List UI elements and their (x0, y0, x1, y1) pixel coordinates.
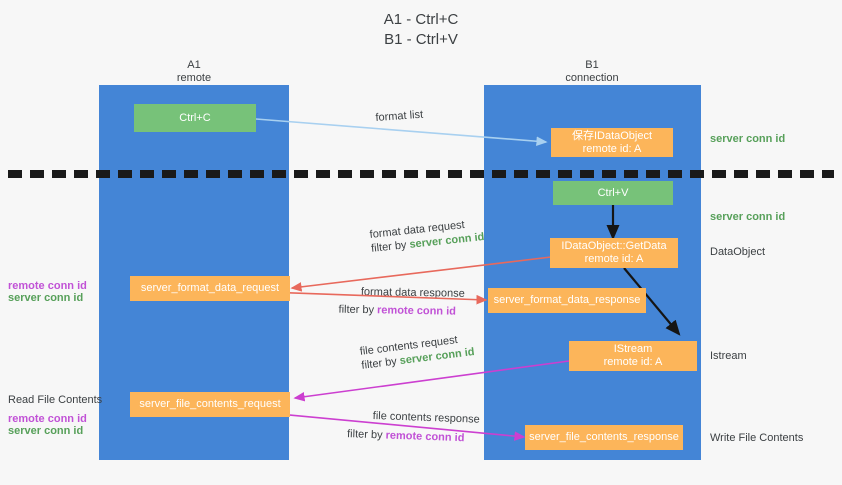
lane-b1-sub: connection (565, 72, 619, 84)
node-istream-line2: remote id: A (603, 356, 663, 368)
side-label-server-conn-id-1: server conn id (8, 292, 84, 304)
node-ctrl-c-label: Ctrl+C (179, 111, 211, 124)
node-ctrl-c[interactable]: Ctrl+C (134, 104, 256, 132)
lane-header-b1: B1 connection (512, 59, 672, 85)
page-title: A1 - Ctrl+C B1 - Ctrl+V (0, 10, 842, 50)
side-label-server-conn-id-top: server conn id (710, 133, 786, 145)
node-server-format-data-request[interactable]: server_format_data_request (130, 276, 290, 301)
side-label-server-conn-id-2: server conn id (8, 425, 84, 437)
node-getdata-line2: remote id: A (584, 253, 644, 265)
node-idataobject-line2: remote id: A (582, 142, 642, 155)
label-file-contents-response: file contents response filter by remote … (347, 409, 480, 446)
node-server-file-contents-request-label: server_file_contents_request (139, 398, 281, 410)
node-getdata[interactable]: IDataObject::GetData remote id: A (550, 238, 678, 268)
side-label-remote-conn-id-1: remote conn id (8, 280, 87, 292)
label-format-list: format list (375, 108, 424, 124)
label-format-data-response-filter: filter by remote conn id (338, 303, 464, 319)
title-line-2: B1 - Ctrl+V (384, 31, 458, 48)
node-server-format-data-response[interactable]: server_format_data_response (488, 288, 646, 313)
dashed-divider (8, 170, 834, 178)
node-server-format-data-response-label: server_format_data_response (493, 294, 641, 306)
node-server-file-contents-response-label: server_file_contents_response (529, 431, 679, 443)
node-getdata-line1: IDataObject::GetData (561, 240, 667, 252)
lane-a1-sub: remote (176, 72, 212, 84)
side-label-server-conn-id-mid: server conn id (710, 211, 786, 223)
node-server-file-contents-request[interactable]: server_file_contents_request (130, 392, 290, 417)
filter-prefix: filter by (370, 238, 411, 255)
label-format-data-response: format data response filter by remote co… (338, 285, 465, 319)
lane-a1-name: A1 (187, 59, 201, 71)
node-server-format-data-request-label: server_format_data_request (140, 282, 280, 294)
node-server-file-contents-response[interactable]: server_file_contents_response (525, 425, 683, 450)
label-file-contents-response-line1: file contents response (372, 409, 480, 426)
node-ctrl-v[interactable]: Ctrl+V (553, 181, 673, 205)
filter-prefix: filter by (338, 303, 378, 317)
side-label-istream: Istream (710, 350, 747, 362)
filter-key-remote-conn-id: remote conn id (376, 304, 457, 318)
label-format-data-request: format data request filter by server con… (369, 216, 485, 256)
title-line-1: A1 - Ctrl+C (383, 11, 459, 28)
lane-b1-name: B1 (585, 59, 599, 71)
node-idataobject[interactable]: 保存IDataObject remote id: A (551, 128, 673, 157)
node-idataobject-line1: 保存IDataObject (571, 129, 653, 142)
filter-prefix: filter by (360, 355, 401, 372)
node-ctrl-v-label: Ctrl+V (597, 186, 629, 199)
lane-header-a1: A1 remote (114, 59, 274, 85)
side-label-dataobject: DataObject (710, 246, 766, 258)
side-label-remote-conn-id-2: remote conn id (8, 413, 87, 425)
filter-key-remote-conn-id: remote conn id (385, 429, 465, 445)
side-label-read-file-contents: Read File Contents (8, 394, 103, 406)
label-format-data-response-line1: format data response (360, 285, 465, 300)
node-istream-line1: IStream (613, 343, 653, 355)
filter-prefix: filter by (346, 428, 386, 442)
node-istream[interactable]: IStream remote id: A (569, 341, 697, 371)
label-file-contents-request: file contents request filter by server c… (359, 331, 475, 373)
side-label-write-file-contents: Write File Contents (710, 432, 804, 444)
label-file-contents-response-filter: filter by remote conn id (347, 427, 479, 446)
